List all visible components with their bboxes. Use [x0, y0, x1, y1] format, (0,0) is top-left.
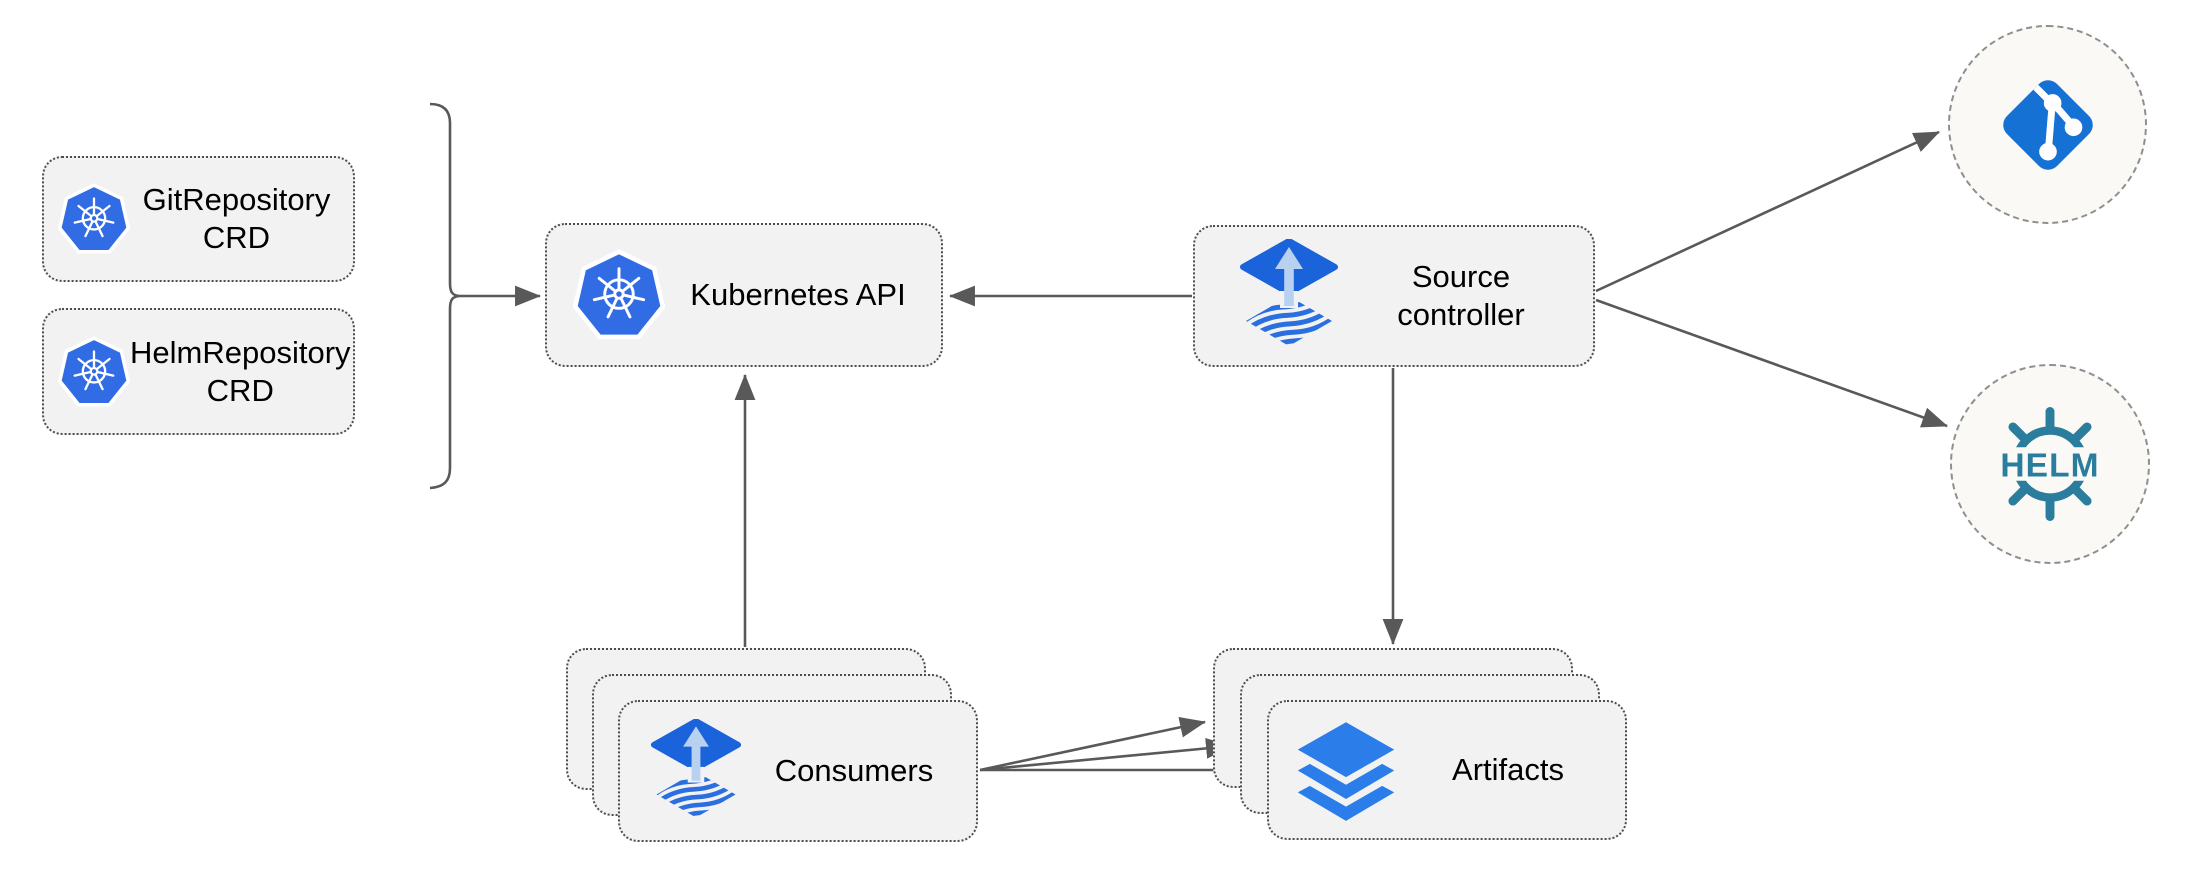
kubernetes-icon: [58, 336, 130, 408]
git-icon: [1990, 67, 2106, 183]
flux-source-icon: [1239, 239, 1339, 353]
node-git-endpoint: [1948, 25, 2147, 224]
node-gitrepository-crd: GitRepository CRD: [42, 156, 355, 282]
node-label: GitRepository CRD: [142, 182, 331, 255]
node-label: HelmRepository CRD: [130, 334, 351, 408]
node-kubernetes-api: Kubernetes API: [545, 223, 943, 367]
node-consumers: Consumers: [618, 700, 978, 842]
edge-consumers-to-artifacts-1: [979, 717, 1207, 772]
node-label: Consumers: [774, 753, 934, 789]
helm-logo-text: HELM: [2000, 447, 2099, 484]
kubernetes-icon: [573, 249, 665, 341]
edge-consumers-to-artifacts-2: [979, 738, 1233, 772]
node-label: Source controller: [1397, 259, 1525, 332]
node-source-controller: Source controller: [1193, 225, 1595, 367]
node-artifacts: Artifacts: [1267, 700, 1627, 840]
crd-group-bracket: [429, 102, 462, 490]
node-label: Kubernetes API: [690, 277, 906, 313]
helm-icon: HELM: [1983, 397, 2117, 531]
layers-icon: [1291, 719, 1401, 822]
edge-source-to-helm: [1595, 298, 1948, 428]
node-helm-endpoint: HELM: [1950, 364, 2150, 564]
node-helmrepository-crd: HelmRepository CRD: [42, 308, 355, 435]
flux-source-icon: [650, 719, 742, 824]
node-label: Artifacts: [1452, 752, 1564, 788]
edge-source-to-git: [1595, 130, 1940, 293]
kubernetes-icon: [58, 183, 130, 255]
